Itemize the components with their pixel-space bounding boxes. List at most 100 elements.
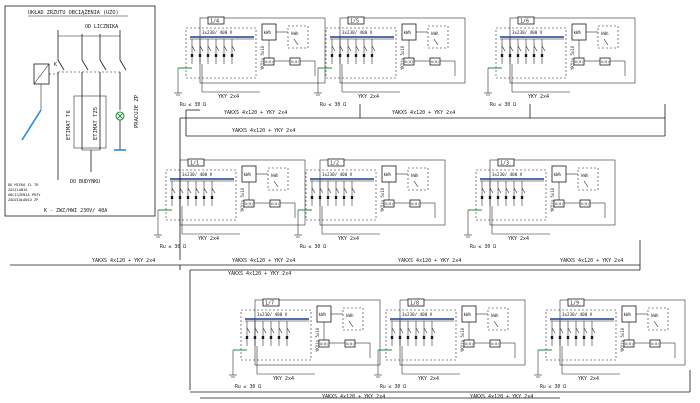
drop-cable-label: YKY 2x4 (338, 236, 359, 242)
legend-from-meter: OD LICZNIKA (85, 24, 118, 30)
small-box-label: U(0) (555, 202, 563, 206)
legend-note-2: ZASILANIA (8, 188, 28, 192)
unit-label: 1/5 (350, 19, 359, 25)
meter-label: kWh (264, 30, 272, 35)
small-box-label: U(0) (411, 202, 419, 206)
bus-label: 3x230/ 400 V (182, 172, 213, 177)
lamp-label: PRACUJE ZP (134, 94, 140, 128)
kwh-right-label: kWh (601, 31, 609, 36)
small-box-label: U(0) (625, 342, 633, 346)
cable-label-row2-c: YAKXS 4x120 + YKY 2x4 (398, 258, 461, 264)
meter-label: kWh (464, 312, 472, 317)
cable-label-row2-a: YAKXS 4x120 + YKY 2x4 (92, 258, 155, 264)
small-box-label: U(0) (431, 60, 439, 64)
unit-label: 1/1 (190, 161, 199, 167)
meter-label: kWh (624, 312, 632, 317)
legend-panel: UKŁAD ZRZUTU OBCIĄŻENIA (UZO) OD LICZNIK… (4, 5, 156, 217)
kwh-right-label: kWh (411, 173, 419, 178)
unit-label: 1/8 (410, 301, 419, 307)
legend-note-3: OBCIĄŻENIA PRZY (8, 192, 41, 197)
small-box-label: U(0) (601, 60, 609, 64)
drop-cable-label: YKY 2x4 (218, 94, 239, 100)
small-box-label: U(0) (491, 342, 499, 346)
riser-label: YKYżo 5x10 (315, 327, 320, 352)
riser-label: YKYżo 5x10 (240, 187, 245, 212)
cable-label-row1-a: YAKXS 4x120 + YKY 2x4 (224, 110, 287, 116)
kwh-right-label: kWh (431, 31, 439, 36)
small-box-label: U(0) (575, 60, 583, 64)
riser-label: YKYżo 5x10 (380, 187, 385, 212)
small-box-label: U(0) (245, 202, 253, 206)
riser-label: YKYżo 5x10 (550, 187, 555, 212)
drop-cable-label: YKY 2x4 (418, 376, 439, 382)
kwh-right-label: kWh (346, 313, 354, 318)
bus-label: 3x230/ 400 V (512, 30, 543, 35)
earth-resistance-label: Ru ≤ 30 Ω (540, 384, 566, 390)
earth-resistance-label: Ru ≤ 30 Ω (470, 244, 496, 250)
unit-label: 1/4 (210, 19, 219, 25)
cable-label-row3-a: YAKXS 4x120 + YKY 2x4 (322, 394, 385, 400)
small-box-label: U(0) (465, 342, 473, 346)
riser-label: YKYżo 5x10 (260, 45, 265, 70)
small-box-label: U(0) (265, 60, 273, 64)
legend-note-4: ZADZIAŁANIU ZP (8, 198, 38, 202)
earth-resistance-label: Ru ≤ 30 Ω (180, 102, 206, 108)
riser-label: YKYżo 5x10 (400, 45, 405, 70)
cable-label-row3-b: YAKXS 4x120 + YKY 2x4 (470, 394, 533, 400)
legend-coil-label: K - ZWZ/HWI 230V/ 40A (44, 208, 107, 214)
cable-label-row2-e: YAKXS 4x120 + YKY 2x4 (228, 271, 291, 277)
cable-label-row1-b: YAKXS 4x120 + YKY 2x4 (392, 110, 455, 116)
unit-label: 1/3 (500, 161, 509, 167)
earth-resistance-label: Ru ≤ 30 Ω (235, 384, 261, 390)
riser-label: YKYżo 5x10 (570, 45, 575, 70)
unit-label: 1/6 (520, 19, 529, 25)
bus-label: 3x230/ 400 V (257, 312, 288, 317)
bus-label: 3x230/ 400 V (202, 30, 233, 35)
etimat-box (73, 95, 107, 149)
kwh-right-label: kWh (581, 173, 589, 178)
riser-label: YKYżo 5x10 (620, 327, 625, 352)
small-box-label: U(0) (385, 202, 393, 206)
bus-label: 3x230/ 400 V (492, 172, 523, 177)
etimat-t6-label: ETIMAT T6 (66, 110, 72, 140)
kwh-right-label: kWh (491, 313, 499, 318)
small-box-label: U(0) (581, 202, 589, 206)
bus-label: 3x230/ 400 V (322, 172, 353, 177)
etimat-t25-label: ETIMAT T25 (93, 107, 99, 140)
drop-cable-label: YKY 2x4 (358, 94, 379, 100)
small-box-label: U(0) (271, 202, 279, 206)
meter-label: kWh (554, 172, 562, 177)
bus-label: 3x230/ 400 V (342, 30, 373, 35)
unit-label: 1/2 (330, 161, 339, 167)
small-box-label: U(0) (405, 60, 413, 64)
legend-note-1: DO MIERA ZL TR (8, 183, 39, 187)
meter-label: kWh (319, 312, 327, 317)
small-box-label: U(0) (346, 342, 354, 346)
bus-label: 3x230/ 400 V (562, 312, 593, 317)
earth-resistance-label: Ru ≤ 30 Ω (380, 384, 406, 390)
small-box-label: U(0) (651, 342, 659, 346)
kwh-right-label: kWh (651, 313, 659, 318)
unit-label: 1/9 (570, 301, 579, 307)
drop-cable-label: YKY 2x4 (198, 236, 219, 242)
unit-label: 1/7 (265, 301, 274, 307)
kwh-right-label: kWh (271, 173, 279, 178)
cable-label-row2-d: YAKXS 4x120 + YKY 2x4 (560, 258, 623, 264)
small-box-label: U(0) (291, 60, 299, 64)
drop-cable-label: YKY 2x4 (508, 236, 529, 242)
legend-to-building: DO BUDYNKU (70, 179, 100, 185)
drop-cable-label: YKY 2x4 (578, 376, 599, 382)
bus-label: 3x230/ 400 V (402, 312, 433, 317)
small-box-label: U(0) (320, 342, 328, 346)
earth-resistance-label: Ru ≤ 30 Ω (160, 244, 186, 250)
cable-label-row1-c: YAKXS 4x120 + YKY 2x4 (232, 128, 295, 134)
